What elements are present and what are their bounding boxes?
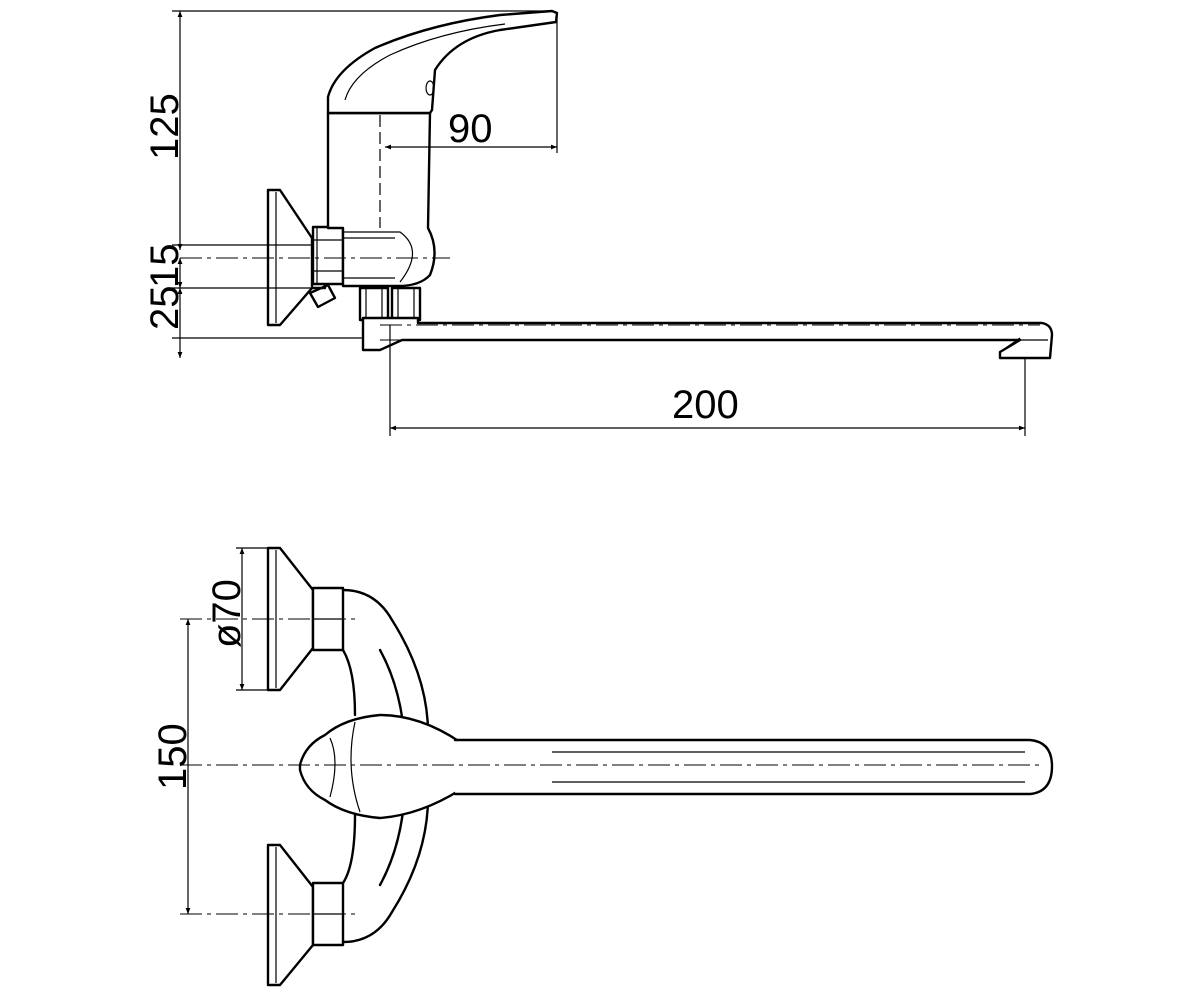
lever-handle: [326, 9, 559, 115]
drain-tab: [308, 283, 337, 309]
dimension-90: 90: [385, 13, 558, 153]
dimension-150: 150: [151, 619, 195, 914]
spout-side: [361, 316, 1054, 360]
spout-top: [453, 738, 1054, 796]
dimension-label-200: 200: [672, 383, 739, 427]
dimension-label-90: 90: [448, 107, 493, 151]
hex-nut-side: [311, 225, 345, 286]
side-view: 125 90 15 25 200: [143, 9, 1054, 436]
top-view: ø70 150: [151, 546, 1054, 987]
dimension-label-150: 150: [151, 723, 195, 790]
mixer-body: [326, 111, 436, 288]
dimension-label-15: 15: [143, 244, 187, 289]
dimension-15-25: 15 25: [143, 244, 363, 358]
dimension-label-diameter-70: ø70: [205, 579, 249, 648]
dimension-label-125: 125: [143, 93, 187, 160]
dimension-diameter-70: ø70: [205, 547, 268, 691]
spout-coupling: [358, 286, 422, 322]
dimension-125: 125: [143, 10, 552, 250]
wall-flange-top-lower: [266, 843, 315, 987]
dimension-label-25: 25: [143, 286, 187, 331]
dimension-200: 200: [389, 325, 1026, 436]
